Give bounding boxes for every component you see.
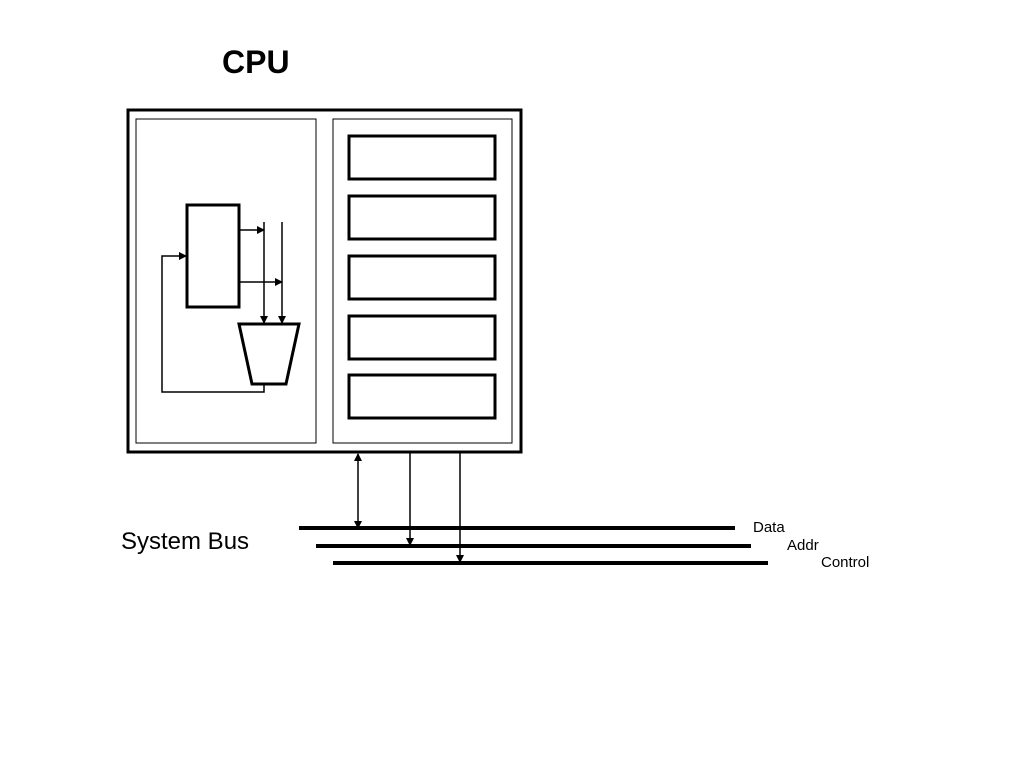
control-line-label: Control [821,554,870,571]
datapath-panel [135,118,317,444]
register-4 [347,314,497,361]
alu [237,322,301,386]
register-3 [347,254,497,301]
register-2 [347,194,497,241]
wire-feedback [161,252,265,393]
addr-line-label: Addr [787,537,819,554]
data-line-label: Data [753,519,785,536]
internal-register [185,203,241,309]
system-bus-label: System Bus [121,528,250,555]
cpu-box [126,108,523,454]
register-panel [332,118,513,444]
cpu-title: CPU [222,44,290,80]
register-1 [347,134,497,181]
register-5 [347,373,497,420]
